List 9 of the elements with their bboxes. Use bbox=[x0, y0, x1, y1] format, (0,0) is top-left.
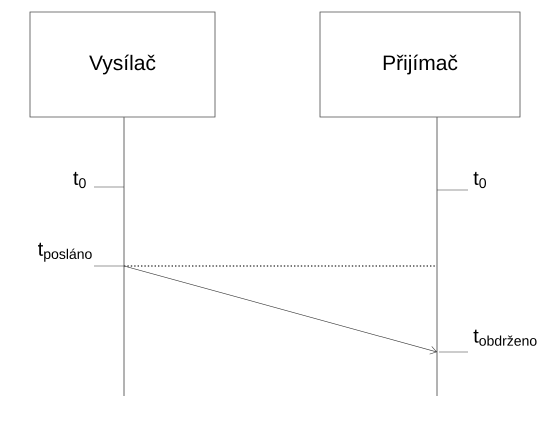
sync-line bbox=[124, 265, 437, 267]
time-label: t$_{obdrženo}$ bbox=[474, 330, 537, 346]
time-label: t$_{0}$ bbox=[73, 172, 86, 188]
message-arrow bbox=[124, 266, 437, 354]
participant-box: Přijímač bbox=[320, 12, 520, 118]
lifeline bbox=[436, 117, 438, 396]
time-label: t$_{posláno}$ bbox=[38, 242, 92, 262]
participant-box: Vysílač bbox=[30, 12, 216, 118]
time-label: t$_{0}$ bbox=[474, 172, 486, 188]
